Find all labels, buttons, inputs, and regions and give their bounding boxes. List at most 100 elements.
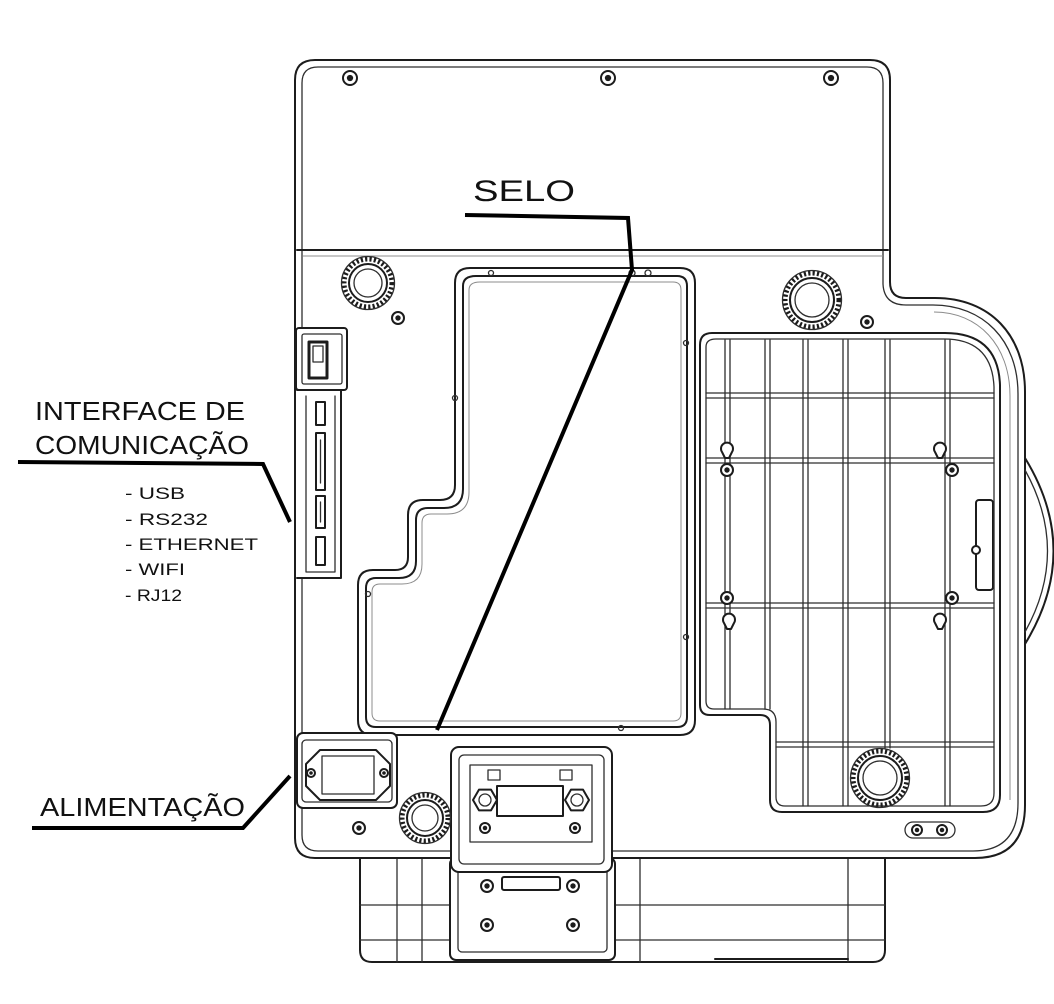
power-switch-rocker <box>307 340 329 380</box>
screws <box>306 70 959 932</box>
panel-pin <box>617 724 625 732</box>
sealed-cover-panel <box>357 267 696 736</box>
mounting-bracket <box>450 746 613 873</box>
hex-nut-bore <box>478 793 492 807</box>
power-switch-mark <box>312 345 324 363</box>
interface-leader-line <box>17 460 292 523</box>
bracket-plate <box>469 764 593 843</box>
power-label: ALIMENTAÇÃO <box>40 792 245 822</box>
screw-center <box>572 825 578 831</box>
interface-list-item: - WIFI <box>125 560 185 579</box>
knob-inner-ring <box>794 282 830 318</box>
knob-rim <box>849 747 911 809</box>
screw <box>823 70 839 86</box>
port-slot <box>315 536 326 566</box>
port-slot <box>315 401 326 426</box>
screw-center <box>309 771 313 775</box>
cover-panel-recess <box>371 281 682 722</box>
port-bracket-inner <box>305 395 336 573</box>
panel-pin <box>682 633 690 641</box>
screw <box>352 821 366 835</box>
screw <box>480 879 494 893</box>
screw <box>566 879 580 893</box>
screw <box>306 768 316 778</box>
side-bulge-outer <box>1024 457 1054 645</box>
stand-center-tab <box>449 857 616 961</box>
knurled-knobs <box>340 255 911 845</box>
screw-center <box>484 922 490 928</box>
panel-pin <box>487 269 495 277</box>
screw <box>720 463 734 477</box>
knob-inner-ring <box>862 760 898 796</box>
screw <box>569 822 581 834</box>
knob-face <box>857 755 903 801</box>
bracket-inner <box>458 754 605 865</box>
screw <box>342 70 358 86</box>
screw <box>945 591 959 605</box>
screw-slot-plate <box>904 821 956 839</box>
body-outer-outline <box>294 59 1026 859</box>
device-body <box>294 59 1026 859</box>
screw-center <box>724 595 730 601</box>
screw-center <box>939 827 945 833</box>
screw <box>936 824 948 836</box>
knob-rim <box>781 269 843 331</box>
power-input-connector <box>296 732 398 809</box>
body-inner-outline <box>301 66 1019 852</box>
screw <box>720 591 734 605</box>
knurled-knob <box>849 747 911 809</box>
screw-center <box>914 827 920 833</box>
knob-inner-ring <box>411 804 439 832</box>
knurled-knob <box>340 255 396 311</box>
screw-center <box>346 74 354 82</box>
keyhole-slot <box>933 441 947 459</box>
cover-panel-inner <box>365 275 688 728</box>
ribbed-grid-area <box>699 332 1001 813</box>
center-tab-slot <box>501 876 561 891</box>
knob-face <box>348 263 388 303</box>
interface-title-line-2: COMUNICAÇÃO <box>35 430 249 460</box>
cover-panel-outer <box>357 267 696 736</box>
communication-interface-panel <box>295 327 348 579</box>
screw-center <box>949 467 955 473</box>
grid-outer-outline <box>699 332 1001 813</box>
grid-ribs <box>705 339 995 807</box>
right-side-latch <box>971 457 1054 645</box>
screw-center <box>570 883 576 889</box>
hex-nut <box>564 788 590 812</box>
screw <box>479 822 491 834</box>
screw <box>480 918 494 932</box>
body-right-edge-line <box>933 311 1011 800</box>
power-leader-line <box>32 774 292 830</box>
screw <box>566 918 580 932</box>
knurled-knob <box>781 269 843 331</box>
knob-rim <box>340 255 396 311</box>
seal-leader-line <box>435 213 635 731</box>
screw-center <box>604 74 612 82</box>
keyhole-slot <box>933 612 947 630</box>
screw <box>600 70 616 86</box>
screw-center <box>827 74 835 82</box>
screw <box>945 463 959 477</box>
interface-list-item: - ETHERNET <box>125 535 258 554</box>
power-connector-frame <box>301 739 393 803</box>
latch-pin <box>971 545 981 555</box>
screw-center <box>356 825 362 831</box>
keyhole-slot <box>722 612 736 630</box>
screw <box>391 311 405 325</box>
screw-center <box>570 922 576 928</box>
screw-center <box>395 315 401 321</box>
power-socket-inner <box>321 755 375 795</box>
screw-center <box>484 883 490 889</box>
panel-pin <box>451 394 459 402</box>
panel-pin <box>364 590 372 598</box>
screw-center <box>724 467 730 473</box>
knob-inner-ring <box>353 268 383 298</box>
screw-center <box>382 771 386 775</box>
screw <box>860 315 874 329</box>
interface-list-item: - USB <box>125 484 185 503</box>
screw <box>911 824 923 836</box>
screw-center <box>482 825 488 831</box>
base-stand-outline <box>359 855 886 963</box>
